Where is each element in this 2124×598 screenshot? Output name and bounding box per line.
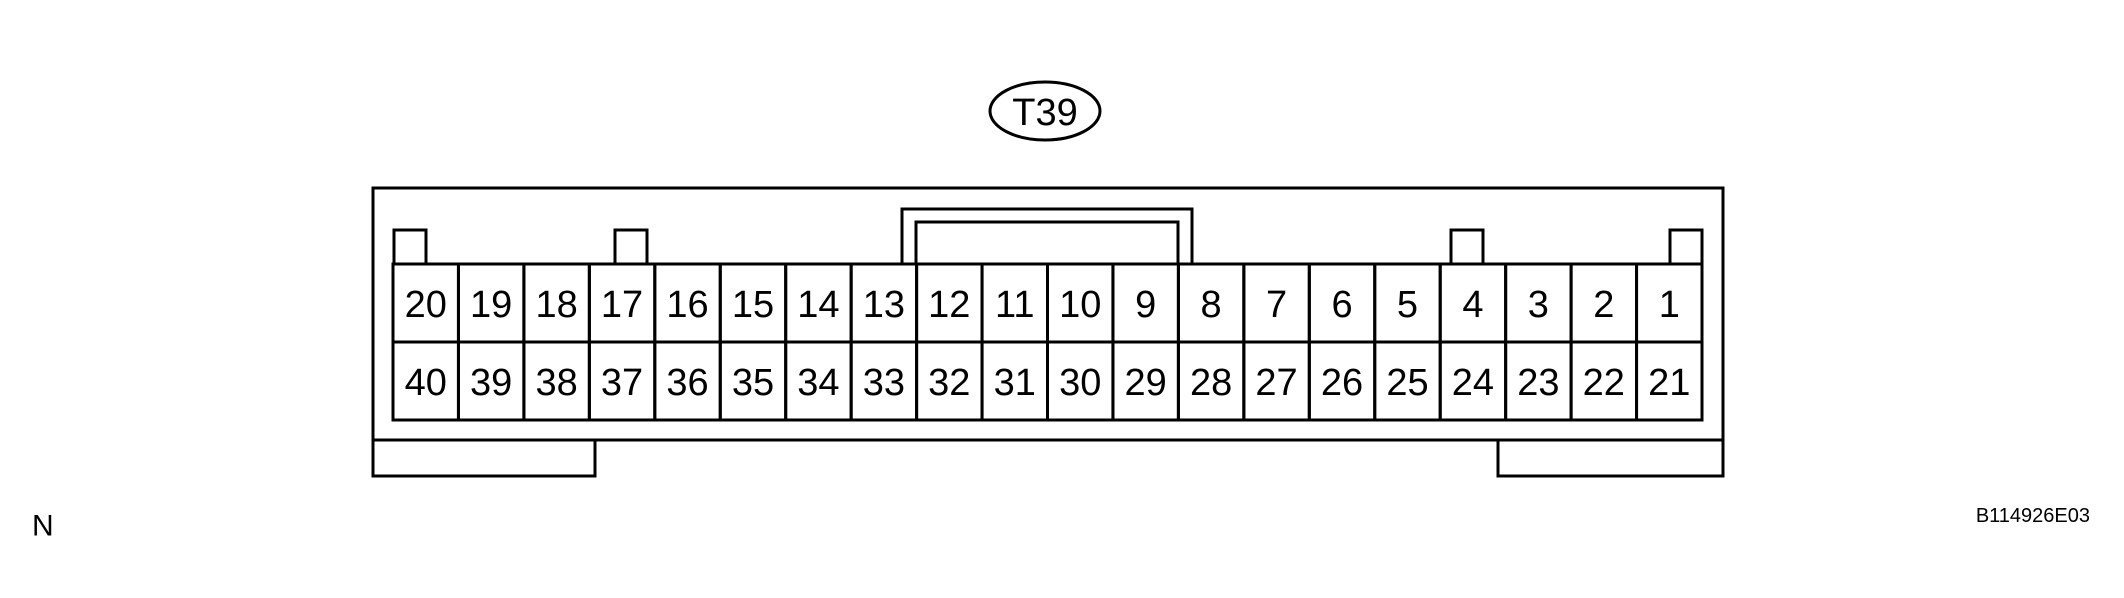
pin-cell: 19 bbox=[456, 262, 526, 344]
figure-id: B114926E03 bbox=[1976, 505, 2090, 527]
pin-cell: 10 bbox=[1046, 262, 1115, 344]
pin-cell: 26 bbox=[1307, 340, 1377, 422]
pin-cell: 13 bbox=[849, 262, 919, 344]
pin-number: 1 bbox=[1659, 284, 1680, 326]
pin-number: 28 bbox=[1190, 362, 1232, 404]
pin-number: 11 bbox=[995, 284, 1034, 326]
pin-cell: 16 bbox=[653, 262, 722, 344]
pin-cell: 18 bbox=[522, 262, 591, 344]
pin-number: 17 bbox=[601, 284, 643, 326]
pin-cell: 31 bbox=[980, 340, 1049, 422]
pin-number: 8 bbox=[1201, 284, 1222, 326]
pin-cell: 1 bbox=[1635, 262, 1704, 344]
pin-cell: 39 bbox=[456, 340, 526, 422]
guide-tab bbox=[1668, 228, 1704, 266]
lock-latch-outer bbox=[900, 207, 1194, 264]
pin-number: 20 bbox=[405, 284, 447, 326]
pin-cell: 28 bbox=[1176, 340, 1246, 422]
pin-number: 25 bbox=[1386, 362, 1428, 404]
pin-cell: 40 bbox=[391, 340, 460, 422]
pin-cell-border bbox=[1635, 340, 1704, 422]
pin-cell: 29 bbox=[1111, 340, 1180, 422]
pin-number: 2 bbox=[1593, 284, 1614, 326]
pin-cell: 23 bbox=[1504, 340, 1573, 422]
pin-cell: 8 bbox=[1176, 262, 1246, 344]
pin-cell: 34 bbox=[784, 340, 853, 422]
pin-number: 32 bbox=[928, 362, 970, 404]
pin-number: 16 bbox=[666, 284, 708, 326]
pin-number: 36 bbox=[666, 362, 708, 404]
pin-number: 39 bbox=[470, 362, 512, 404]
pin-number: 37 bbox=[601, 362, 643, 404]
pin-number: 3 bbox=[1528, 284, 1549, 326]
pin-cell: 14 bbox=[784, 262, 853, 344]
pin-cell: 36 bbox=[653, 340, 722, 422]
pin-number: 9 bbox=[1135, 284, 1156, 326]
pin-cell: 21 bbox=[1635, 340, 1704, 422]
pin-number: 7 bbox=[1266, 284, 1287, 326]
pin-number: 38 bbox=[535, 362, 577, 404]
pin-number: 30 bbox=[1059, 362, 1101, 404]
pin-number: 14 bbox=[797, 284, 839, 326]
pin-number: 22 bbox=[1583, 362, 1625, 404]
pin-number: 5 bbox=[1397, 284, 1418, 326]
pin-cell: 11 bbox=[980, 262, 1049, 344]
pin-number: 40 bbox=[405, 362, 447, 404]
pin-number: 10 bbox=[1059, 284, 1101, 326]
connector-label-text: T39 bbox=[1012, 92, 1077, 134]
pin-number: 6 bbox=[1331, 284, 1352, 326]
pin-cell: 24 bbox=[1438, 340, 1508, 422]
pin-number: 4 bbox=[1462, 284, 1483, 326]
pin-cell: 30 bbox=[1046, 340, 1115, 422]
guide-tab bbox=[392, 228, 428, 266]
pin-cell: 9 bbox=[1111, 262, 1180, 344]
pin-cell: 33 bbox=[849, 340, 919, 422]
lock-latch-inner bbox=[914, 220, 1180, 264]
pin-number: 19 bbox=[470, 284, 512, 326]
corner-marker: N bbox=[32, 510, 54, 543]
connector-housing bbox=[371, 186, 1725, 478]
pin-number: 23 bbox=[1517, 362, 1559, 404]
pin-cell: 22 bbox=[1569, 340, 1639, 422]
pin-cell: 4 bbox=[1438, 262, 1508, 344]
pin-cell: 3 bbox=[1504, 262, 1573, 344]
connector-label: T39 bbox=[988, 80, 1102, 142]
pin-cell: 35 bbox=[718, 340, 788, 422]
pin-cell: 7 bbox=[1242, 262, 1311, 344]
pin-cell: 17 bbox=[587, 262, 657, 344]
pin-number: 34 bbox=[797, 362, 839, 404]
pin-number: 18 bbox=[535, 284, 577, 326]
guide-tab bbox=[613, 228, 649, 266]
pin-number: 29 bbox=[1125, 362, 1167, 404]
pin-number: 31 bbox=[994, 362, 1036, 404]
pin-cell: 12 bbox=[915, 262, 984, 344]
pin-cell: 37 bbox=[587, 340, 657, 422]
pin-number: 35 bbox=[732, 362, 774, 404]
pin-number: 12 bbox=[928, 284, 970, 326]
pin-cell: 32 bbox=[915, 340, 984, 422]
pin-cell: 20 bbox=[391, 262, 460, 344]
pin-number: 33 bbox=[863, 362, 905, 404]
pin-number: 24 bbox=[1452, 362, 1494, 404]
pin-number: 13 bbox=[863, 284, 905, 326]
pin-cell: 6 bbox=[1307, 262, 1377, 344]
pin-cell: 27 bbox=[1242, 340, 1311, 422]
pin-number: 26 bbox=[1321, 362, 1363, 404]
pin-cell: 15 bbox=[718, 262, 788, 344]
pin-cell: 5 bbox=[1373, 262, 1442, 344]
pin-number: 21 bbox=[1648, 362, 1690, 404]
guide-tab bbox=[1449, 228, 1485, 266]
pin-number: 15 bbox=[732, 284, 774, 326]
pin-cell: 38 bbox=[522, 340, 591, 422]
pin-number: 27 bbox=[1255, 362, 1297, 404]
pin-cell: 25 bbox=[1373, 340, 1442, 422]
connector-label-ellipse bbox=[988, 80, 1102, 142]
pin-cell: 2 bbox=[1569, 262, 1639, 344]
